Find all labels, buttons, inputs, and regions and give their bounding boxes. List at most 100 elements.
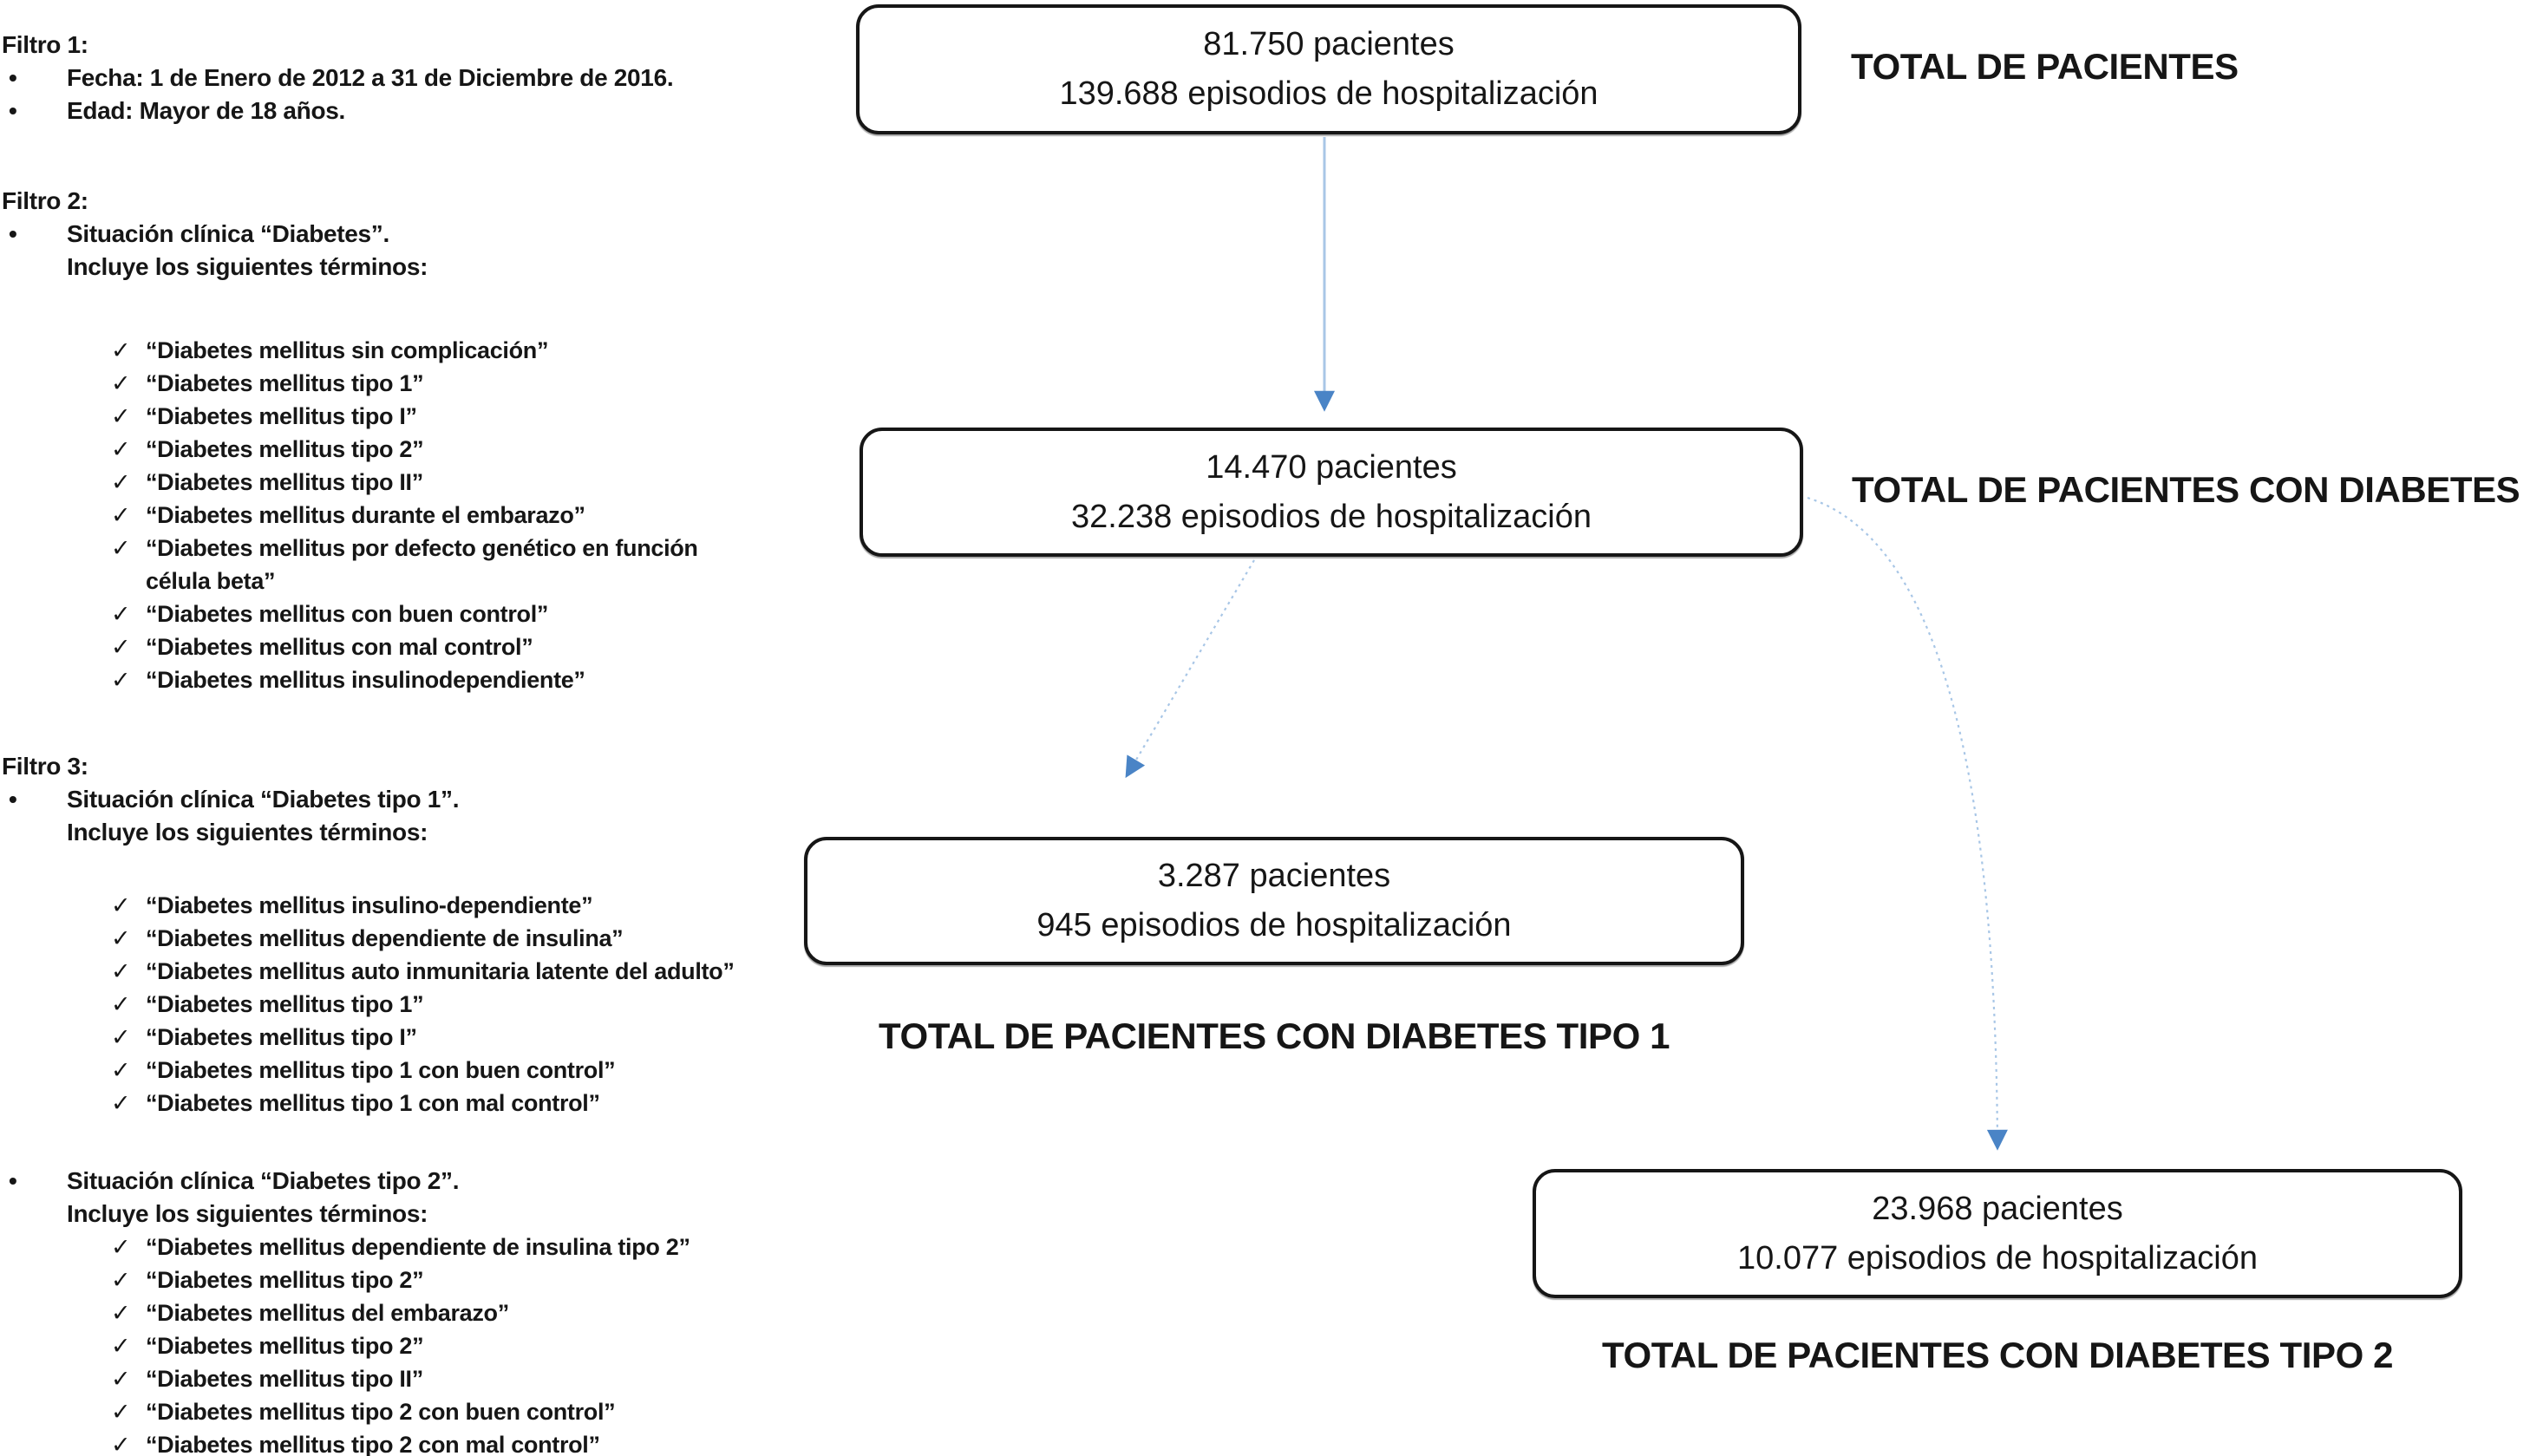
term-item: ✓ “Diabetes mellitus tipo 2 con mal cont… [2, 1428, 882, 1456]
check-icon: ✓ [111, 1300, 131, 1326]
flow-box-diabetes-tipo1: 3.287 pacientes 945 episodios de hospita… [804, 837, 1744, 965]
bullet-icon: • [9, 1167, 17, 1194]
check-icon: ✓ [111, 991, 131, 1017]
term-text: “Diabetes mellitus tipo 1 con buen contr… [146, 1057, 616, 1083]
term-text: “Diabetes mellitus sin complicación” [146, 337, 549, 363]
term-item: ✓ “Diabetes mellitus sin complicación” [2, 334, 882, 367]
filtro2-situacion-text: Situación clínica “Diabetes”. [67, 220, 389, 247]
filtro1-bullet-fecha: • Fecha: 1 de Enero de 2012 a 31 de Dici… [2, 62, 882, 95]
term-text: “Diabetes mellitus tipo II” [146, 469, 423, 495]
term-item: ✓ “Diabetes mellitus tipo 1 con buen con… [2, 1054, 882, 1087]
term-text: “Diabetes mellitus con mal control” [146, 634, 533, 660]
label-total-pacientes-diabetes-tipo2: TOTAL DE PACIENTES CON DIABETES TIPO 2 [1601, 1335, 2394, 1375]
term-text: “Diabetes mellitus tipo 2” [146, 1333, 424, 1359]
term-text: “Diabetes mellitus del embarazo” [146, 1300, 509, 1326]
check-icon: ✓ [111, 667, 131, 693]
label-total-pacientes: TOTAL DE PACIENTES [1851, 46, 2239, 87]
check-icon: ✓ [111, 535, 131, 561]
filters-panel: Filtro 1: • Fecha: 1 de Enero de 2012 a … [2, 29, 882, 1456]
filtro1-edad-text: Edad: Mayor de 18 años. [67, 97, 345, 124]
check-icon: ✓ [111, 1024, 131, 1050]
filtro1-fecha-text: Fecha: 1 de Enero de 2012 a 31 de Diciem… [67, 64, 674, 91]
check-icon: ✓ [111, 1333, 131, 1359]
filtro1-bullet-edad: • Edad: Mayor de 18 años. [2, 95, 882, 127]
check-icon: ✓ [111, 1267, 131, 1293]
check-icon: ✓ [111, 1399, 131, 1425]
filtro3-tipo2-situacion-bullet: • Situación clínica “Diabetes tipo 2”. [2, 1165, 882, 1198]
check-icon: ✓ [111, 1057, 131, 1083]
box4-patients: 23.968 pacientes [1872, 1190, 2123, 1227]
term-item: ✓ “Diabetes mellitus tipo II” [2, 1362, 882, 1395]
term-text: “Diabetes mellitus durante el embarazo” [146, 502, 585, 528]
flow-box-diabetes: 14.470 pacientes 32.238 episodios de hos… [860, 428, 1803, 557]
term-text: “Diabetes mellitus tipo I” [146, 1024, 417, 1050]
term-text: “Diabetes mellitus insulino-dependiente” [146, 892, 593, 918]
bullet-icon: • [9, 220, 17, 247]
filtro2-term-list: ✓ “Diabetes mellitus sin complicación” ✓… [2, 334, 882, 696]
term-text: “Diabetes mellitus con buen control” [146, 601, 549, 627]
flow-box-total: 81.750 pacientes 139.688 episodios de ho… [856, 4, 1801, 134]
term-text: “Diabetes mellitus insulinodependiente” [146, 667, 585, 693]
term-item: ✓ “Diabetes mellitus dependiente de insu… [2, 1231, 882, 1263]
term-item: ✓ “Diabetes mellitus tipo 2” [2, 433, 882, 466]
check-icon: ✓ [111, 892, 131, 918]
check-icon: ✓ [111, 370, 131, 396]
filtro3-tipo1-situacion-bullet: • Situación clínica “Diabetes tipo 1”. [2, 783, 882, 816]
term-item: ✓ “Diabetes mellitus tipo 2” [2, 1329, 882, 1362]
check-icon: ✓ [111, 601, 131, 627]
term-item: ✓ “Diabetes mellitus por defecto genétic… [2, 532, 882, 597]
check-icon: ✓ [111, 1432, 131, 1456]
filtro3-tipo1-incluye-text: Incluye los siguientes términos: [67, 819, 428, 846]
term-item: ✓ “Diabetes mellitus tipo 2 con buen con… [2, 1395, 882, 1428]
box4-episodes: 10.077 episodios de hospitalización [1737, 1239, 2258, 1276]
term-text: “Diabetes mellitus tipo 2 con buen contr… [146, 1399, 616, 1425]
filtro2-heading: Filtro 2: [2, 187, 88, 214]
term-item: ✓ “Diabetes mellitus tipo I” [2, 400, 882, 433]
bullet-icon: • [9, 786, 17, 813]
check-icon: ✓ [111, 502, 131, 528]
term-item: ✓ “Diabetes mellitus insulinodependiente… [2, 663, 882, 696]
filtro3-tipo1-term-list: ✓ “Diabetes mellitus insulino-dependient… [2, 889, 882, 1120]
term-item: ✓ “Diabetes mellitus insulino-dependient… [2, 889, 882, 922]
check-icon: ✓ [111, 337, 131, 363]
term-item: ✓ “Diabetes mellitus tipo 1” [2, 988, 882, 1021]
label-total-pacientes-diabetes: TOTAL DE PACIENTES CON DIABETES [1852, 469, 2520, 510]
box2-patients: 14.470 pacientes [1206, 448, 1457, 486]
term-item: ✓ “Diabetes mellitus con mal control” [2, 630, 882, 663]
arrow-box2-to-box4 [1807, 496, 2008, 1151]
filtro1-heading: Filtro 1: [2, 31, 88, 58]
term-item: ✓ “Diabetes mellitus tipo 2” [2, 1263, 882, 1296]
check-icon: ✓ [111, 436, 131, 462]
filtro3-tipo2-term-list: ✓ “Diabetes mellitus dependiente de insu… [2, 1231, 882, 1456]
term-text: “Diabetes mellitus tipo 1” [146, 991, 424, 1017]
check-icon: ✓ [111, 634, 131, 660]
term-item: ✓ “Diabetes mellitus durante el embarazo… [2, 499, 882, 532]
label-total-pacientes-diabetes-tipo1: TOTAL DE PACIENTES CON DIABETES TIPO 1 [878, 1015, 1670, 1056]
filtro3-heading: Filtro 3: [2, 753, 88, 780]
arrow-box2-to-box3 [1125, 559, 1255, 779]
filtro3-tipo2-incluye-text: Incluye los siguientes términos: [67, 1200, 428, 1227]
box3-patients: 3.287 pacientes [1157, 858, 1391, 894]
term-item: ✓ “Diabetes mellitus tipo 1 con mal cont… [2, 1087, 882, 1120]
term-text: “Diabetes mellitus tipo 2” [146, 436, 424, 462]
term-text: “Diabetes mellitus auto inmunitaria late… [146, 958, 735, 984]
term-text: “Diabetes mellitus dependiente de insuli… [146, 1234, 690, 1260]
term-text: “Diabetes mellitus por defecto genético … [146, 535, 698, 594]
box3-episodes: 945 episodios de hospitalización [1036, 907, 1512, 943]
term-item: ✓ “Diabetes mellitus auto inmunitaria la… [2, 955, 882, 988]
bullet-icon: • [9, 97, 17, 124]
check-icon: ✓ [111, 403, 131, 429]
filtro2-incluye-text: Incluye los siguientes términos: [67, 253, 428, 280]
check-icon: ✓ [111, 958, 131, 984]
filtro3-tipo2-situacion-text: Situación clínica “Diabetes tipo 2”. [67, 1167, 460, 1194]
filtro2-situacion-bullet: • Situación clínica “Diabetes”. [2, 218, 882, 251]
check-icon: ✓ [111, 1366, 131, 1392]
term-text: “Diabetes mellitus tipo 2 con mal contro… [146, 1432, 600, 1456]
check-icon: ✓ [111, 469, 131, 495]
term-item: ✓ “Diabetes mellitus tipo 1” [2, 367, 882, 400]
term-item: ✓ “Diabetes mellitus del embarazo” [2, 1296, 882, 1329]
box1-patients: 81.750 pacientes [1203, 26, 1455, 62]
bullet-icon: • [9, 64, 17, 91]
filtro3-tipo1-situacion-text: Situación clínica “Diabetes tipo 1”. [67, 786, 460, 813]
